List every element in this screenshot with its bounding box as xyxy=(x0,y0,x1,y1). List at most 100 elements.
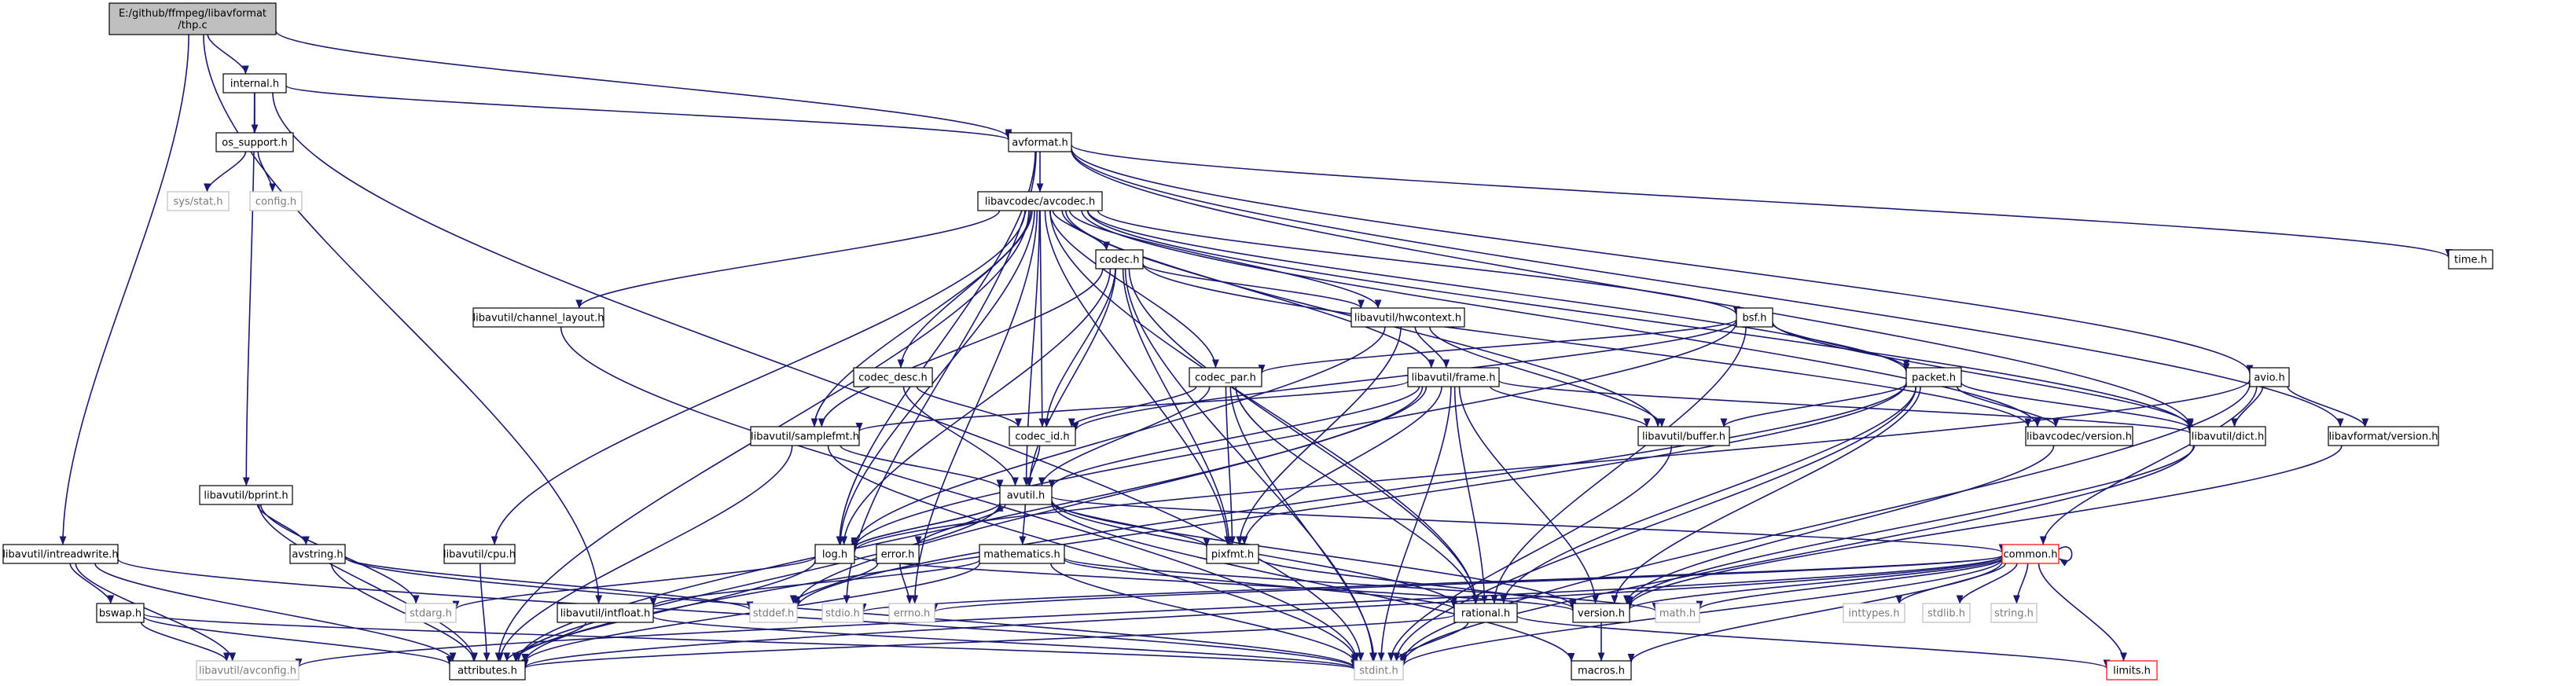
node-cpu-h[interactable]: libavutil/cpu.h xyxy=(443,544,516,564)
node-common-h[interactable]: common.h xyxy=(2001,544,2060,564)
node-avformat-h[interactable]: avformat.h xyxy=(1008,132,1072,152)
node-version-h[interactable]: version.h xyxy=(1572,603,1630,623)
edge-bsf-h-to-log-h xyxy=(851,321,1737,550)
node-box xyxy=(199,485,293,505)
edge-intreadwrite-h-to-avconfig-h xyxy=(75,563,237,662)
node-box xyxy=(249,191,303,211)
node-avio-h[interactable]: avio.h xyxy=(2249,367,2290,387)
edge-packet-h-to-rational-h xyxy=(1500,386,1916,604)
node-buffer-h[interactable]: libavutil/buffer.h xyxy=(1637,426,1730,446)
node-packet-h[interactable]: packet.h xyxy=(1905,367,1962,387)
node-intfloat-h[interactable]: libavutil/intfloat.h xyxy=(557,603,654,623)
node-box xyxy=(1655,603,1700,623)
edge-mathematics-h-to-intfloat-h xyxy=(649,559,980,607)
node-box xyxy=(1922,603,1971,623)
node-time-h[interactable]: time.h xyxy=(2448,249,2493,270)
node-label: config.h xyxy=(255,196,296,208)
edge-root-to-intfloat-h xyxy=(203,34,603,604)
edge-internal-h-to-avformat-h xyxy=(285,85,1012,141)
node-macros-h[interactable]: macros.h xyxy=(1571,660,1632,680)
node-box xyxy=(2025,426,2133,446)
edge-packet-h-to-dict-h xyxy=(1960,382,2194,430)
node-bprint-h[interactable]: libavutil/bprint.h xyxy=(199,485,293,505)
edge-log-h-to-avutil-h xyxy=(854,502,1004,548)
node-string-h: string.h xyxy=(1990,603,2038,623)
node-codec-par-h[interactable]: codec_par.h xyxy=(1189,367,1262,387)
edge-common-h-to-common-h xyxy=(2058,546,2073,567)
edge-common-h-to-string-h xyxy=(2012,563,2029,604)
node-stdint-h: stdint.h xyxy=(1354,660,1404,680)
node-label: avio.h xyxy=(2254,372,2284,384)
edge-buffer-h-to-stdint-h xyxy=(1387,445,1673,662)
node-box xyxy=(1009,426,1076,446)
node-rational-h[interactable]: rational.h xyxy=(1453,603,1518,623)
node-label: libavutil/dict.h xyxy=(2192,431,2265,443)
node-avformat-version-h[interactable]: libavformat/version.h xyxy=(2328,426,2439,446)
edge-packet-h-to-avcodec-version-h xyxy=(1956,386,2060,427)
node-label: libavutil/intreadwrite.h xyxy=(2,549,118,561)
edge-cpu-h-to-attributes-h xyxy=(480,563,491,662)
node-box xyxy=(1572,603,1630,623)
edge-pixfmt-h-to-version-h xyxy=(1258,557,1577,609)
node-box xyxy=(853,367,933,387)
node-log-h[interactable]: log.h xyxy=(814,544,855,564)
node-bswap-h[interactable]: bswap.h xyxy=(96,603,145,623)
edge-avutil-h-to-pixfmt-h xyxy=(1051,501,1211,548)
edge-bprint-h-to-avstring-h xyxy=(256,504,310,545)
node-os-support-h[interactable]: os_support.h xyxy=(215,132,294,152)
node-avutil-h[interactable]: avutil.h xyxy=(999,485,1053,505)
node-label: stdlib.h xyxy=(1927,608,1965,620)
node-box xyxy=(472,307,604,328)
node-box xyxy=(750,426,860,446)
node-label: errno.h xyxy=(894,608,931,620)
node-limits-h[interactable]: limits.h xyxy=(2106,660,2158,680)
node-label: common.h xyxy=(2004,549,2058,561)
node-math-h: math.h xyxy=(1655,603,1700,623)
node-codec-id-h[interactable]: codec_id.h xyxy=(1009,426,1076,446)
edge-hwcontext-h-to-pixfmt-h xyxy=(1236,326,1402,545)
edge-avutil-h-to-macros-h xyxy=(1051,503,1575,662)
node-attributes-h[interactable]: attributes.h xyxy=(449,660,526,680)
node-box xyxy=(2001,544,2060,564)
edge-common-h-to-attributes-h xyxy=(521,556,2003,669)
edge-avutil-h-to-common-h xyxy=(1051,496,2005,553)
edge-mathematics-h-to-math-h xyxy=(1064,557,1659,612)
edge-packet-h-to-buffer-h xyxy=(1720,383,1907,427)
edge-codec-desc-h-to-codec-id-h xyxy=(916,386,1022,427)
node-channel-layout-h[interactable]: libavutil/channel_layout.h xyxy=(472,307,604,328)
node-samplefmt-h[interactable]: libavutil/samplefmt.h xyxy=(750,426,860,446)
node-codec-desc-h[interactable]: codec_desc.h xyxy=(853,367,933,387)
node-bsf-h[interactable]: bsf.h xyxy=(1736,307,1773,328)
node-stddef-h: stddef.h xyxy=(749,603,798,623)
node-avstring-h[interactable]: avstring.h xyxy=(289,544,346,564)
edge-samplefmt-h-to-attributes-h xyxy=(496,445,793,662)
node-hwcontext-h[interactable]: libavutil/hwcontext.h xyxy=(1350,307,1465,328)
node-avcodec-h[interactable]: libavcodec/avcodec.h xyxy=(977,191,1103,211)
edge-frame-h-to-version-h xyxy=(1458,386,1599,604)
node-root[interactable]: E:/github/ffmpeg/libavformat/thp.c xyxy=(108,2,277,35)
node-codec-h[interactable]: codec.h xyxy=(1095,249,1144,270)
edge-avio-h-to-avformat-version-h xyxy=(2287,386,2369,427)
node-internal-h[interactable]: internal.h xyxy=(222,73,287,94)
node-label: libavutil/frame.h xyxy=(1412,372,1496,384)
edge-codec-h-to-avcodec-version-h xyxy=(1142,263,2032,427)
edge-channel-layout-h-to-stdint-h xyxy=(560,326,1360,662)
node-errno-h: errno.h xyxy=(888,603,935,623)
node-avcodec-version-h[interactable]: libavcodec/version.h xyxy=(2025,426,2133,446)
edge-rational-h-to-attributes-h xyxy=(522,614,1455,669)
edge-avformat-h-to-time-h xyxy=(1071,144,2453,259)
edge-common-h-to-math-h xyxy=(1696,558,2003,611)
node-frame-h[interactable]: libavutil/frame.h xyxy=(1407,367,1500,387)
node-dict-h[interactable]: libavutil/dict.h xyxy=(2189,426,2266,446)
node-pixfmt-h[interactable]: pixfmt.h xyxy=(1206,544,1259,564)
edge-bswap-h-to-avconfig-h xyxy=(140,622,230,662)
edge-bsf-h-to-dict-h xyxy=(1772,321,2194,427)
edge-common-h-to-version-h xyxy=(1626,557,2003,610)
node-box xyxy=(1990,603,2038,623)
node-box xyxy=(557,603,654,623)
node-error-h[interactable]: error.h xyxy=(876,544,920,564)
node-intreadwrite-h[interactable]: libavutil/intreadwrite.h xyxy=(2,544,119,564)
node-mathematics-h[interactable]: mathematics.h xyxy=(979,544,1065,564)
node-box xyxy=(2328,426,2439,446)
